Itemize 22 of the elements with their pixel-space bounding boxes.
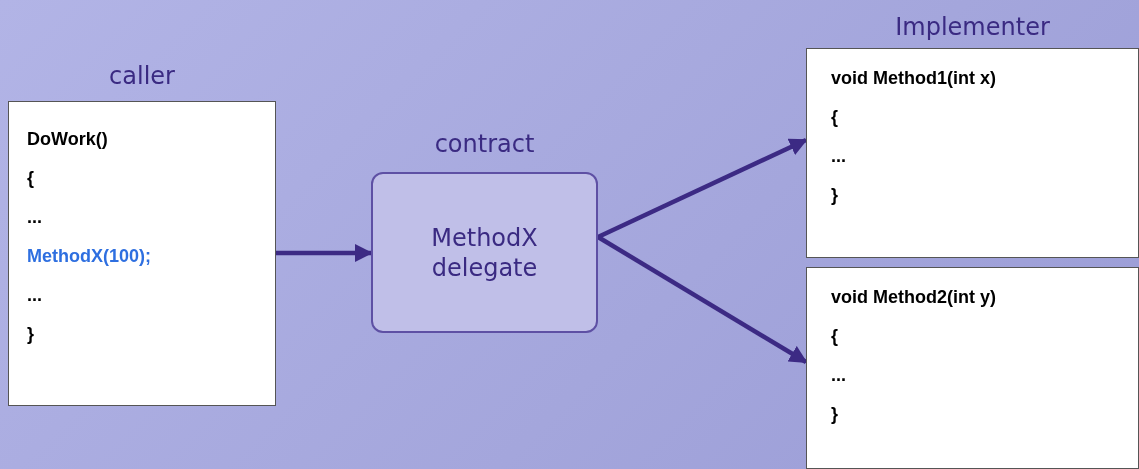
code-line: ... bbox=[27, 284, 43, 307]
arrow bbox=[596, 235, 808, 364]
code-line: ... bbox=[831, 364, 847, 387]
code-line: void Method2(int y) bbox=[831, 286, 997, 309]
arrow bbox=[597, 137, 808, 240]
code-line: DoWork() bbox=[27, 128, 109, 151]
delegate-label: MethodX delegate bbox=[430, 222, 539, 283]
box-heading: Implementer bbox=[895, 13, 1050, 41]
code-box bbox=[806, 267, 1139, 469]
code-line: ... bbox=[831, 145, 847, 168]
code-line: { bbox=[831, 325, 839, 348]
code-line: } bbox=[831, 403, 839, 426]
code-line: void Method1(int x) bbox=[831, 67, 997, 90]
code-line: { bbox=[831, 106, 839, 129]
box-heading: contract bbox=[434, 130, 535, 158]
box-heading: caller bbox=[109, 62, 175, 90]
arrow bbox=[276, 244, 373, 262]
code-line: } bbox=[27, 323, 35, 346]
code-line: MethodX(100); bbox=[27, 245, 152, 268]
code-line: ... bbox=[27, 206, 43, 229]
code-line: } bbox=[831, 184, 839, 207]
code-line: { bbox=[27, 167, 35, 190]
